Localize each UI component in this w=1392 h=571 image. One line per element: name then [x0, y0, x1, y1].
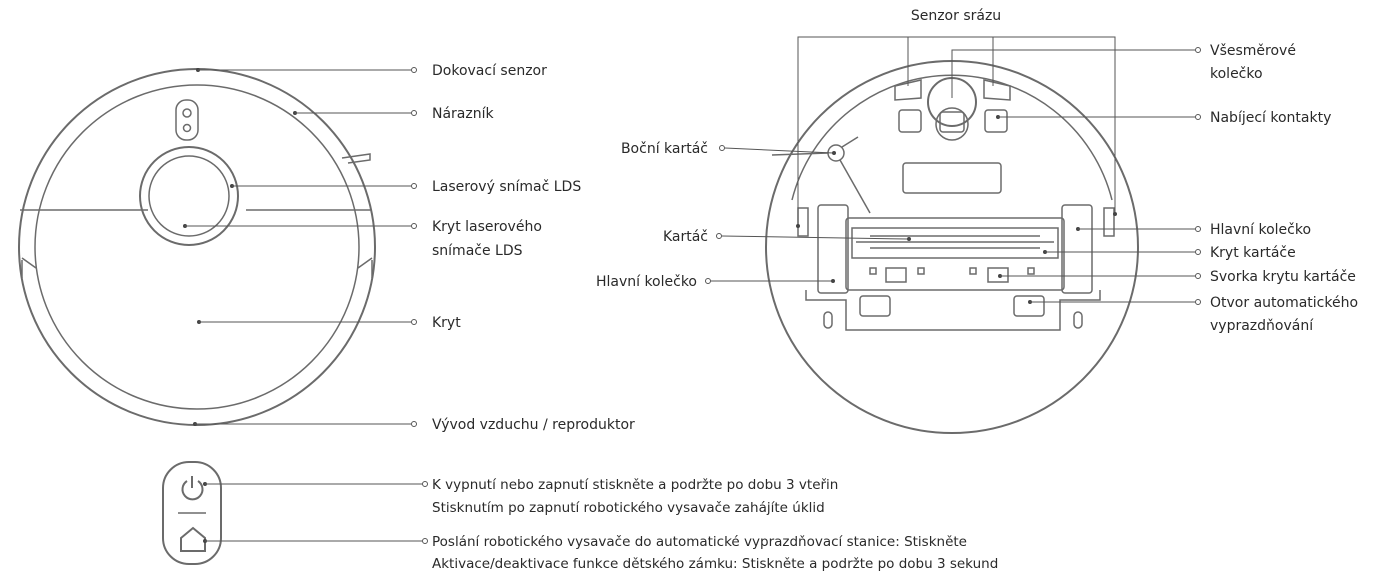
label-side-brush: Boční kartáč — [621, 141, 708, 157]
label-omni-wheel-1: Všesměrové — [1210, 43, 1296, 59]
label-dock-2: Aktivace/deaktivace funkce dětského zámk… — [432, 556, 998, 571]
label-main-wheel-right: Hlavní kolečko — [1210, 222, 1311, 238]
label-docking-sensor: Dokovací senzor — [432, 63, 547, 79]
label-bumper: Nárazník — [432, 106, 494, 122]
label-brush-cover-clip: Svorka krytu kartáče — [1210, 269, 1356, 285]
power-icon[interactable] — [181, 476, 204, 501]
bottom-view-labels: Senzor srázu Všesměrové kolečko Nabíjecí… — [596, 8, 1358, 334]
label-laser-cover-1: Kryt laserového — [432, 219, 542, 235]
button-leaders — [203, 481, 428, 544]
label-main-brush: Kartáč — [663, 229, 708, 245]
label-laser-sensor: Laserový snímač LDS — [432, 179, 581, 195]
label-air-outlet: Vývod vzduchu / reproduktor — [432, 417, 635, 433]
top-view-leaders — [183, 67, 417, 427]
label-dock-1: Poslání robotického vysavače do automati… — [432, 534, 967, 550]
label-cover: Kryt — [432, 315, 461, 331]
top-view-robot — [18, 68, 376, 426]
label-power-1: K vypnutí nebo zapnutí stiskněte a podrž… — [432, 477, 838, 493]
bottom-view-leaders — [705, 36, 1201, 305]
label-cliff-sensor: Senzor srázu — [911, 8, 1001, 24]
label-auto-empty-1: Otvor automatického — [1210, 295, 1358, 311]
label-power-2: Stisknutím po zapnutí robotického vysava… — [432, 500, 825, 516]
bottom-view-robot — [765, 60, 1139, 434]
top-view-labels: Dokovací senzor Nárazník Laserový snímač… — [432, 63, 635, 433]
label-omni-wheel-2: kolečko — [1210, 66, 1263, 82]
button-panel — [162, 461, 222, 565]
home-icon[interactable] — [180, 526, 206, 552]
label-auto-empty-2: vyprazdňování — [1210, 318, 1314, 334]
label-main-wheel-left: Hlavní kolečko — [596, 274, 697, 290]
label-laser-cover-2: snímače LDS — [432, 243, 523, 259]
label-brush-cover: Kryt kartáče — [1210, 245, 1296, 261]
button-labels: K vypnutí nebo zapnutí stiskněte a podrž… — [432, 477, 998, 571]
label-charging-contacts: Nabíjecí kontakty — [1210, 110, 1331, 126]
